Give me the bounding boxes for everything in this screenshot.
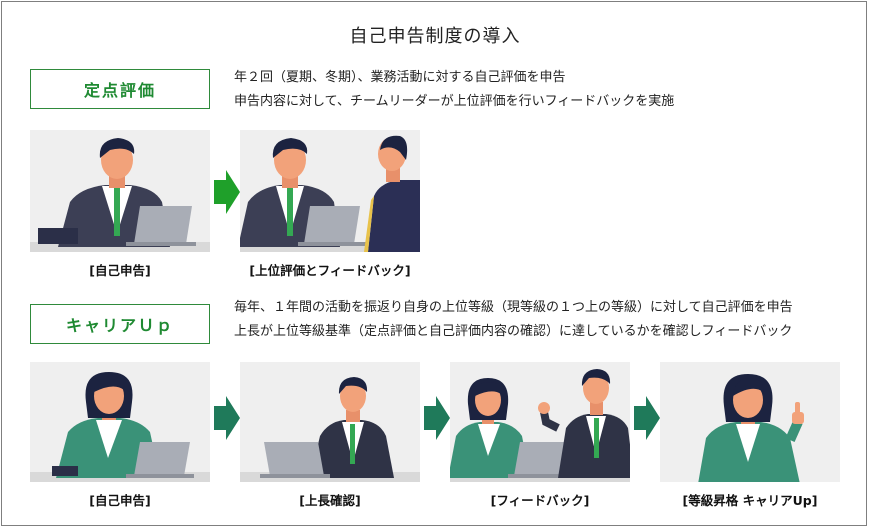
tag-fixed-evaluation: 定点評価: [30, 69, 210, 109]
scene-self-report-woman: [30, 362, 210, 482]
arrow-right-icon: [214, 396, 240, 440]
page-title: 自己申告制度の導入: [349, 26, 521, 47]
section2-description: 毎年、１年間の活動を振返り自身の上位等級（現等級の１つ上の等級）に対して自己評価…: [234, 296, 793, 344]
section1-description: 年２回（夏期、冬期）、業務活動に対する自己評価を申告 申告内容に対して、チームリ…: [234, 66, 674, 114]
section2-line-1: 毎年、１年間の活動を振返り自身の上位等級（現等級の１つ上の等級）に対して自己評価…: [234, 300, 793, 315]
scene-evaluation-feedback: [240, 130, 420, 252]
section1-line-2: 申告内容に対して、チームリーダーが上位評価を行いフィードバックを実施: [234, 94, 675, 109]
section2-line-2: 上長が上位等級基準（定点評価と自己評価内容の確認）に達しているかを確認しフィード…: [234, 324, 793, 339]
scene-feedback: [450, 362, 630, 482]
tag-career-up: キャリアＵｐ: [30, 304, 210, 344]
scene-self-report-man: [30, 130, 210, 252]
scene-boss-check: [240, 362, 420, 482]
arrow-right-icon: [214, 170, 240, 214]
caption-self-report: [自己申告]: [89, 263, 151, 278]
arrow-right-icon: [424, 396, 450, 440]
arrow-right-icon: [634, 396, 660, 440]
caption-feedback: [フィードバック]: [490, 493, 590, 508]
caption-self-report-2: [自己申告]: [89, 493, 151, 508]
caption-evaluation-feedback: [上位評価とフィードバック]: [249, 263, 411, 278]
scene-promotion: [660, 362, 840, 482]
caption-promotion: [等級昇格 キャリアUp]: [682, 493, 818, 508]
caption-boss-check: [上長確認]: [299, 493, 361, 508]
section1-line-1: 年２回（夏期、冬期）、業務活動に対する自己評価を申告: [234, 70, 566, 85]
